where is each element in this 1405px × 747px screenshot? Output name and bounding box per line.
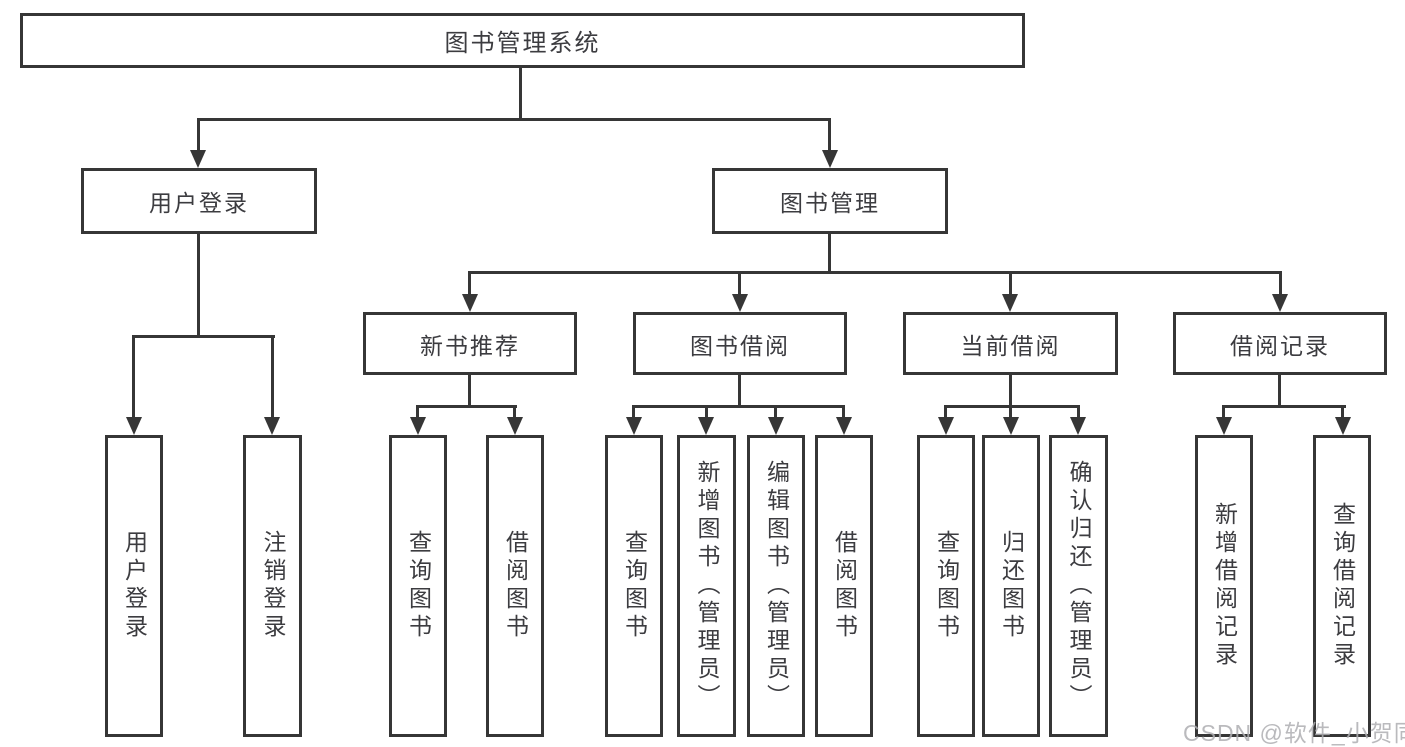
connector-arrowhead — [1216, 417, 1232, 435]
connector-line — [132, 335, 135, 421]
leaf-records-add: 新增借阅记录 — [1195, 435, 1253, 737]
node-borrowing-records: 借阅记录 — [1173, 312, 1387, 375]
connector-arrowhead — [698, 417, 714, 435]
node-user-login-label: 用户登录 — [149, 190, 249, 216]
connector-arrowhead — [507, 417, 523, 435]
connector-line — [271, 335, 274, 421]
leaf-current-query-label: 查询图书 — [933, 530, 960, 642]
connector-line — [468, 271, 471, 302]
connector-arrowhead — [264, 417, 280, 435]
connector-line — [416, 405, 419, 419]
connector-line — [944, 405, 947, 419]
node-user-login: 用户登录 — [81, 168, 317, 234]
leaf-user-login-label: 用户登录 — [121, 530, 148, 642]
leaf-current-query: 查询图书 — [917, 435, 975, 737]
connector-arrowhead — [1272, 294, 1288, 312]
leaf-current-confirm-label: 确认归还（管理员） — [1066, 460, 1092, 712]
node-current-borrowing-label: 当前借阅 — [960, 332, 1061, 359]
connector-line — [416, 405, 517, 408]
connector-arrowhead — [1335, 417, 1351, 435]
connector-line — [1222, 405, 1225, 419]
connector-arrowhead — [410, 417, 426, 435]
leaf-newbooks-borrow: 借阅图书 — [486, 435, 544, 737]
connector-arrowhead — [938, 417, 954, 435]
leaf-current-return: 归还图书 — [982, 435, 1040, 737]
connector-arrowhead — [836, 417, 852, 435]
connector-arrowhead — [462, 294, 478, 312]
connector-line — [197, 118, 831, 121]
connector-line — [1278, 373, 1281, 408]
connector-line — [632, 405, 845, 408]
connector-arrowhead — [768, 417, 784, 435]
connector-arrowhead — [626, 417, 642, 435]
connector-line — [1279, 271, 1282, 302]
node-new-book-recommend: 新书推荐 — [363, 312, 577, 375]
connector-arrowhead — [822, 150, 838, 168]
connector-line — [1222, 405, 1346, 408]
node-root-label: 图书管理系统 — [444, 30, 601, 57]
connector-arrowhead — [126, 417, 142, 435]
leaf-current-return-label: 归还图书 — [998, 530, 1025, 642]
connector-line — [468, 271, 1282, 274]
connector-line — [774, 405, 777, 419]
connector-line — [197, 118, 200, 154]
connector-line — [132, 335, 275, 338]
leaf-borrow-borrow: 借阅图书 — [815, 435, 873, 737]
connector-line — [513, 405, 516, 419]
connector-line — [519, 66, 522, 118]
connector-line — [738, 373, 741, 408]
node-book-borrowing-label: 图书借阅 — [690, 332, 790, 359]
connector-line — [828, 231, 831, 274]
connector-arrowhead — [1003, 417, 1019, 435]
connector-arrowhead — [1070, 417, 1086, 435]
connector-line — [1009, 373, 1012, 408]
leaf-logout-label: 注销登录 — [260, 530, 286, 642]
connector-line — [468, 373, 471, 408]
connector-arrowhead — [1002, 294, 1018, 312]
node-book-borrowing: 图书借阅 — [633, 312, 847, 375]
leaf-current-confirm: 确认归还（管理员） — [1049, 435, 1108, 737]
connector-arrowhead — [190, 150, 206, 168]
leaf-borrow-query: 查询图书 — [605, 435, 663, 737]
node-current-borrowing: 当前借阅 — [903, 312, 1118, 375]
watermark: CSDN @软件_小贺同学 — [1183, 720, 1405, 746]
node-book-management-label: 图书管理 — [780, 190, 880, 216]
node-borrowing-records-label: 借阅记录 — [1230, 332, 1330, 359]
leaf-borrow-add-label: 新增图书（管理员） — [694, 460, 720, 712]
leaf-borrow-add: 新增图书（管理员） — [677, 435, 736, 737]
leaf-newbooks-borrow-label: 借阅图书 — [502, 530, 529, 642]
connector-line — [1009, 271, 1012, 302]
leaf-borrow-edit: 编辑图书（管理员） — [747, 435, 805, 737]
leaf-records-query: 查询借阅记录 — [1313, 435, 1371, 737]
leaf-logout: 注销登录 — [243, 435, 302, 737]
connector-line — [1341, 405, 1344, 419]
connector-line — [197, 231, 200, 338]
connector-line — [738, 271, 741, 302]
leaf-records-add-label: 新增借阅记录 — [1211, 502, 1238, 670]
connector-arrowhead — [732, 294, 748, 312]
node-new-book-recommend-label: 新书推荐 — [420, 332, 520, 359]
leaf-records-query-label: 查询借阅记录 — [1329, 502, 1356, 670]
leaf-borrow-borrow-label: 借阅图书 — [831, 530, 858, 642]
connector-line — [842, 405, 845, 419]
connector-line — [705, 405, 708, 419]
node-book-management: 图书管理 — [712, 168, 948, 234]
leaf-borrow-edit-label: 编辑图书（管理员） — [763, 460, 790, 712]
connector-line — [1009, 405, 1012, 419]
connector-line — [828, 118, 831, 154]
leaf-newbooks-query-label: 查询图书 — [405, 530, 432, 642]
connector-line — [632, 405, 635, 419]
leaf-borrow-query-label: 查询图书 — [621, 530, 648, 642]
node-root: 图书管理系统 — [20, 13, 1025, 68]
leaf-newbooks-query: 查询图书 — [389, 435, 447, 737]
connector-line — [944, 405, 1080, 408]
leaf-user-login: 用户登录 — [105, 435, 163, 737]
connector-line — [1077, 405, 1080, 419]
